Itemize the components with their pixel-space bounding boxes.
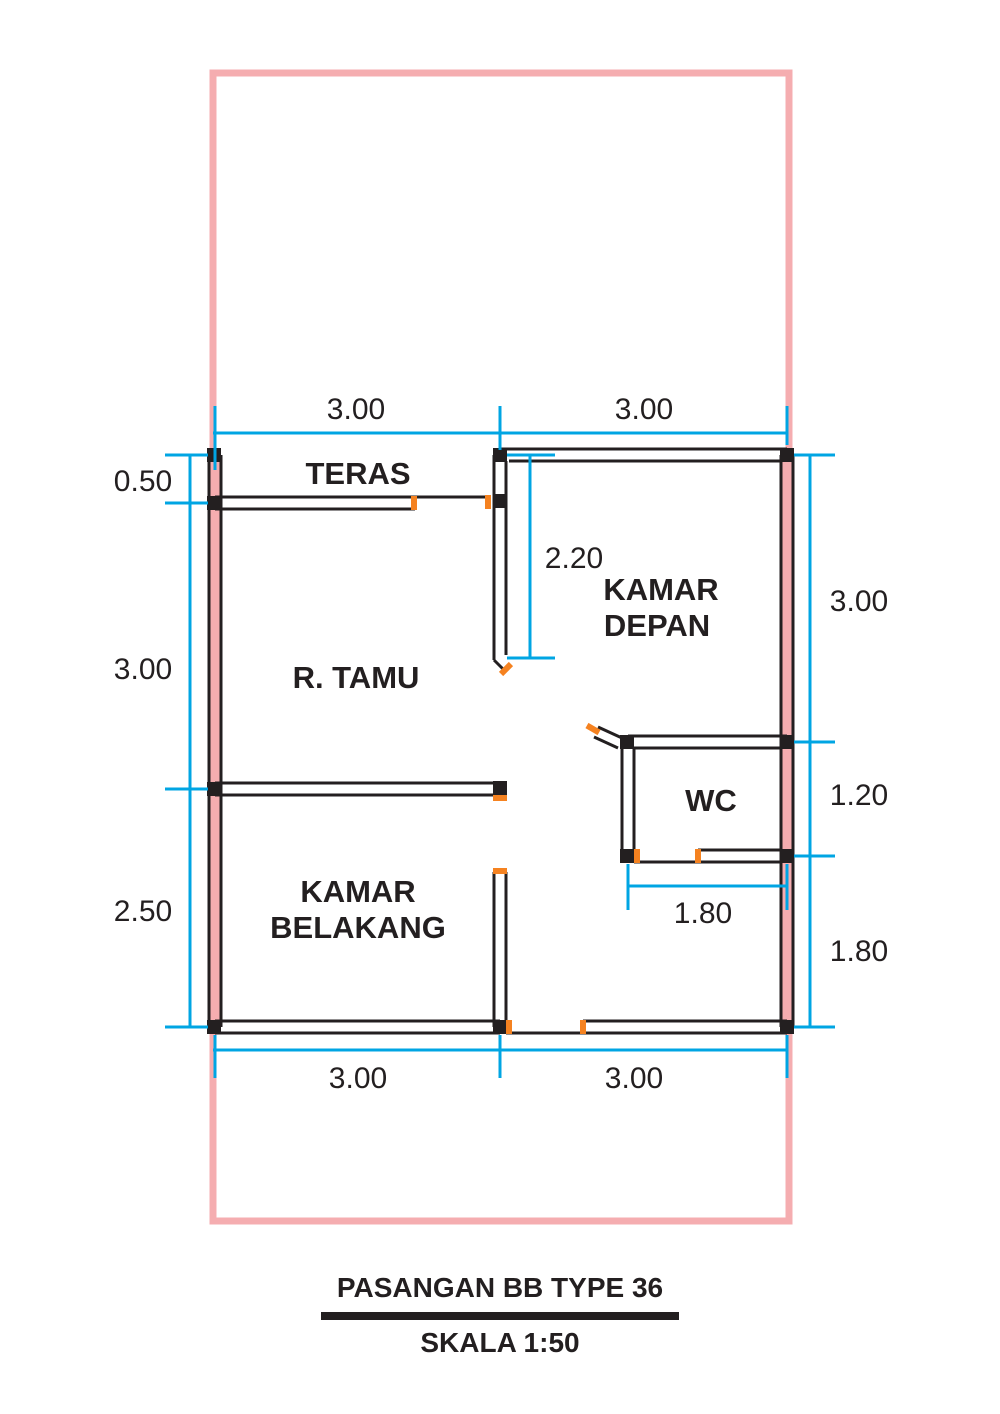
room-wc: WC: [685, 783, 737, 818]
dim-wc-width: 1.80: [674, 897, 732, 930]
title-rule: [321, 1312, 679, 1320]
dim-top-right: 3.00: [615, 393, 673, 426]
room-kamar-depan-2: DEPAN: [604, 608, 710, 643]
dim-bottom-left: 3.00: [329, 1062, 387, 1095]
columns: [207, 448, 794, 1034]
dim-right-depan: 3.00: [830, 585, 888, 618]
dim-right-wc: 1.20: [830, 779, 888, 812]
drawing-title: PASANGAN BB TYPE 36: [337, 1272, 663, 1303]
room-r-tamu: R. TAMU: [293, 660, 420, 695]
walls: [207, 447, 795, 1035]
drawing-scale: SKALA 1:50: [420, 1327, 579, 1358]
room-kamar-depan-1: KAMAR: [603, 572, 718, 607]
dim-left-tamu: 3.00: [114, 653, 172, 686]
dimension-lines: [165, 406, 835, 1078]
room-kamar-belakang-2: BELAKANG: [270, 910, 446, 945]
door-markers: [411, 495, 701, 1034]
room-teras: TERAS: [305, 456, 410, 491]
dim-left-belakang: 2.50: [114, 895, 172, 928]
dim-right-bottom: 1.80: [830, 935, 888, 968]
dim-bottom-right: 3.00: [605, 1062, 663, 1095]
dim-left-teras: 0.50: [114, 465, 172, 498]
dim-inner-depan: 2.20: [545, 542, 603, 575]
room-kamar-belakang-1: KAMAR: [300, 874, 415, 909]
left-wall-fill: [209, 455, 221, 1027]
dim-top-left: 3.00: [327, 393, 385, 426]
